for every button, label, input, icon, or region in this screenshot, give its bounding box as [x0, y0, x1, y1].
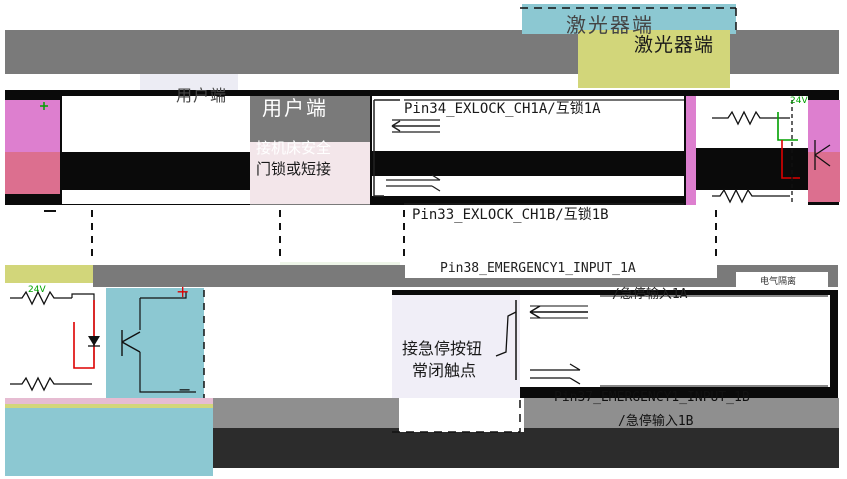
lower-left-circuit-bg [5, 288, 105, 398]
grey-strip-white [405, 262, 717, 278]
estop-white-box [520, 295, 830, 387]
interlock-white-box-2 [372, 176, 684, 196]
estop-note-line2: 常闭触点 [412, 361, 477, 380]
top-teal-header [522, 4, 736, 34]
bottom-olive-line [5, 404, 213, 408]
interlock-white-box [372, 96, 684, 151]
upper-left-pink [5, 100, 60, 152]
estop-pin-b: Pin37_EMERGENCY1_INPUT_1B [554, 390, 750, 405]
upper-right-rose [808, 152, 840, 202]
minus-marker-lower: − [178, 380, 192, 399]
bottom-white-note [399, 398, 524, 432]
estop-note-line1: 接急停按钮 [402, 339, 483, 358]
interlock-pin-b: Pin33_EXLOCK_CH1B/互锁1B [412, 207, 609, 223]
laser-circuit-white-2 [696, 190, 808, 206]
user-pink-box [250, 142, 370, 204]
middle-white-band [5, 205, 839, 265]
estop-pin-a: Pin38_EMERGENCY1_INPUT_1A [440, 261, 636, 276]
v24-label-left: 24V [28, 285, 46, 295]
user-side-header: 用户端 [262, 96, 328, 120]
bottom-teal [5, 408, 213, 476]
bottom-grey [213, 398, 839, 428]
laser-header-box [578, 30, 730, 88]
tag-box [736, 272, 828, 290]
upper-right-pink [808, 100, 840, 152]
upper-left-white [62, 96, 250, 152]
upper-left-rose [5, 152, 60, 194]
plus-marker-lower: + [176, 282, 190, 301]
bottom-dark [213, 428, 839, 468]
laser-side-header-echo: 激光器端 [566, 13, 654, 37]
bottom-pink-line [5, 398, 213, 404]
upper-pink-strip [686, 96, 696, 206]
estop-note-box [392, 295, 520, 403]
user-side-header-echo: 用户端 [176, 86, 228, 105]
upper-left-white-2 [62, 190, 250, 204]
interlock-pin-a: Pin34_EXLOCK_CH1A/互锁1A [404, 101, 601, 117]
olive-strip-left [5, 265, 93, 283]
interlock-note-line2: 门锁或短接 [256, 160, 332, 178]
estop-pin-b-cn: /急停输入1B [618, 414, 694, 429]
laser-side-header: 激光器端 [634, 34, 715, 56]
estop-pin-a-cn: /急停输入1A [612, 287, 688, 302]
v24-label-right: 24V [790, 96, 808, 106]
lower-center-white [204, 288, 392, 398]
isolation-tag: 电气隔离 [760, 277, 797, 287]
interlock-note-line1: 接机床安全 [256, 139, 332, 157]
